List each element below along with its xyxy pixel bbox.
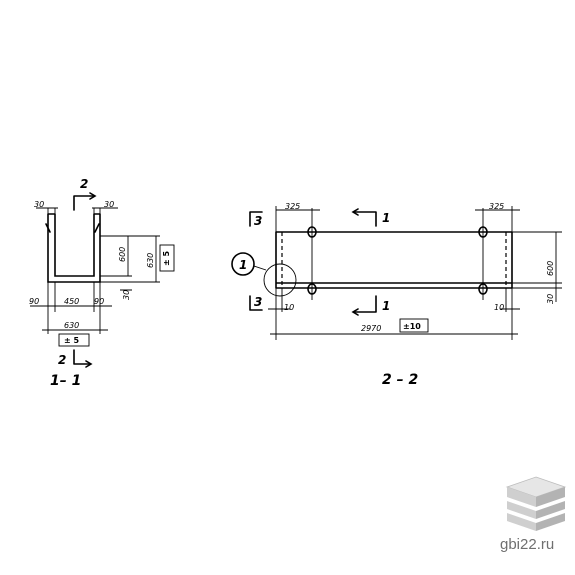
section-mark-1-bottom [353, 295, 377, 313]
tolerance-box-length [399, 318, 429, 333]
section-mark-1-top-label: 1 [382, 211, 390, 225]
cut-mark-3-bottom [249, 295, 263, 311]
channel-top-lips [45, 223, 100, 233]
cut-mark-3-top [249, 211, 263, 227]
dim-height-inner: 600 [118, 247, 127, 262]
dim-top-left [36, 207, 58, 214]
dim-hole-offset-left: 325 [285, 202, 300, 211]
watermark-logo-icon [505, 476, 567, 531]
dim-hole-left [275, 206, 320, 232]
dim-end-left: 10 [284, 303, 294, 312]
dim-hole-right [475, 206, 520, 232]
dim-bottom-ends [268, 288, 520, 340]
tolerance-box-height [159, 244, 175, 272]
cut-mark-bottom [73, 349, 91, 365]
cut-mark-3-top-label: 3 [254, 214, 262, 228]
dim-overall-length: 2970 [361, 324, 381, 333]
dim-base-thickness: 30 [122, 290, 131, 300]
callout-circle [231, 252, 255, 276]
section-2-2-title: 2 – 2 [382, 372, 418, 388]
dim-hole-offset-right: 325 [489, 202, 504, 211]
dim-wall-top-right: 30 [104, 200, 114, 209]
watermark-text: gbi22.ru [500, 536, 555, 553]
callout-label: 1 [239, 258, 247, 272]
cut-mark-top-label: 2 [80, 177, 88, 191]
dim-height-inner-2: 600 [546, 261, 555, 276]
channel-outline [47, 213, 101, 283]
section-2-2: 325 325 3 3 1 1 1 600 30 10 10 2970 ±10 [231, 202, 562, 388]
section-1-1-title: 1– 1 [50, 373, 81, 389]
dim-wall-top-left: 30 [34, 200, 44, 209]
cut-mark-3-bottom-label: 3 [254, 295, 262, 309]
dim-right-vertical [512, 231, 562, 302]
section-mark-1-bottom-label: 1 [382, 299, 390, 313]
dim-top-right [92, 207, 118, 214]
dim-flange-left: 90 [29, 297, 39, 306]
dim-end-right: 10 [494, 303, 504, 312]
cut-mark-bottom-arrow [85, 360, 93, 368]
hole-centerlines [311, 208, 484, 300]
callout-leader [253, 265, 267, 271]
dim-overall-width: 630 [64, 321, 79, 330]
dim-vertical-lines [100, 235, 160, 291]
section-mark-1-top-arrow [351, 208, 359, 216]
beam-outline [275, 231, 513, 289]
tolerance-height: ± 5 [162, 251, 171, 266]
dim-height-total: 630 [146, 253, 155, 268]
section-1-1: 30 30 2 600 630 30 ± 5 90 450 90 630 ± 5… [29, 177, 175, 389]
tolerance-box-width [58, 333, 90, 347]
section-mark-1-bottom-arrow [351, 308, 359, 316]
section-mark-1-top [353, 211, 377, 227]
dim-bottom-row2 [42, 312, 108, 334]
tolerance-width: ± 5 [64, 336, 79, 345]
cut-mark-bottom-label: 2 [58, 353, 66, 367]
tolerance-length: ±10 [403, 322, 421, 331]
dim-base-2: 30 [546, 294, 555, 304]
cut-mark-top [73, 195, 95, 211]
cut-mark-top-arrow [89, 192, 97, 200]
dim-inner-width: 450 [64, 297, 79, 306]
dim-bottom-row1 [30, 282, 112, 312]
dim-flange-right: 90 [94, 297, 104, 306]
detail-circle [263, 263, 297, 297]
